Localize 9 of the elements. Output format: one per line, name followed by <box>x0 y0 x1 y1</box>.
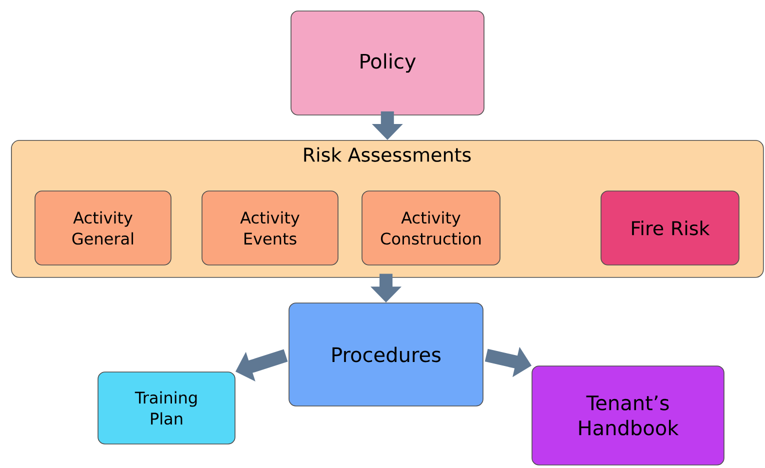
assessment-box: Fire Risk <box>600 190 740 266</box>
process-box: Procedures <box>288 302 484 406</box>
assessment-box: Activity Events <box>202 190 338 266</box>
panel-heading: Risk Assessments <box>304 147 471 162</box>
process-box: Policy <box>290 10 484 116</box>
assessment-box: Activity Construction <box>362 190 500 266</box>
assessment-box: Activity General <box>34 190 172 266</box>
process-box: Training Plan <box>98 372 236 444</box>
process-box: Tenant’s Handbook <box>532 366 724 466</box>
